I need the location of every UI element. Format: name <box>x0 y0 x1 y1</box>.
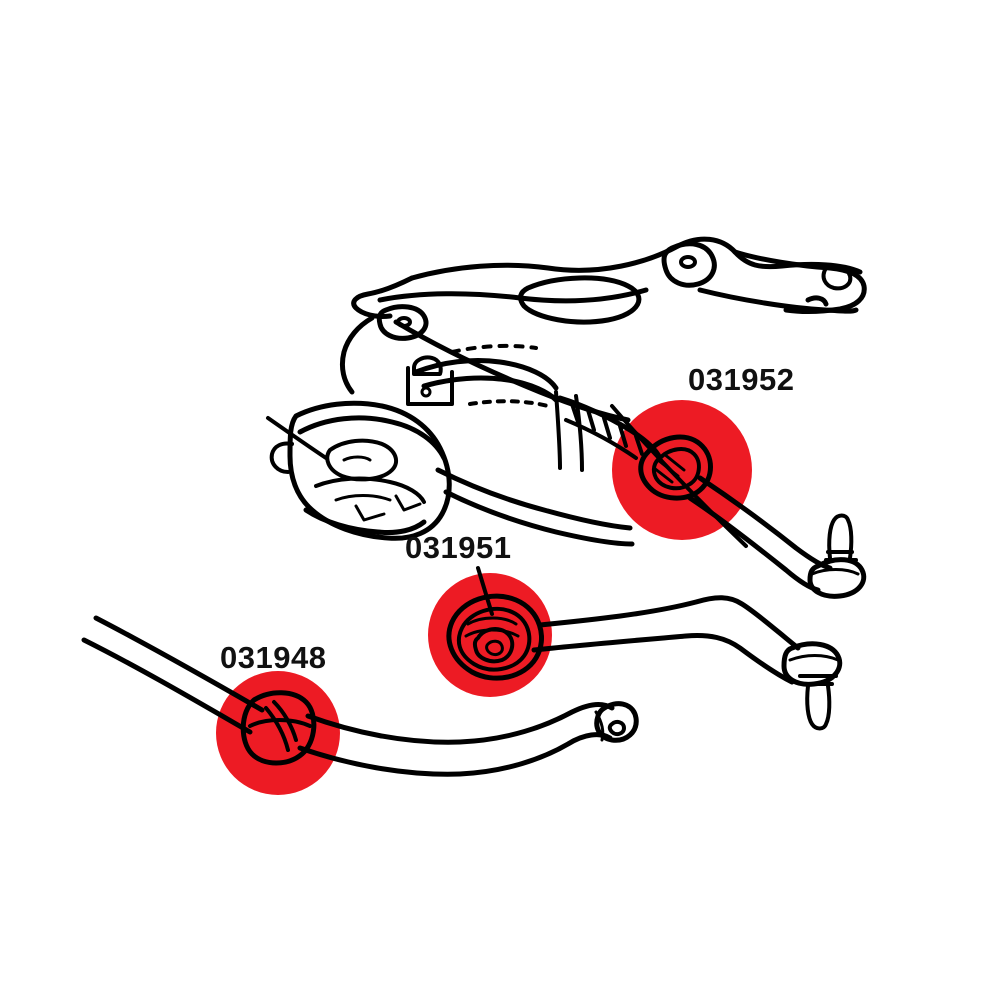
upper-arm-bushing-inner <box>651 447 701 491</box>
subframe-hidden-line-2 <box>468 399 550 408</box>
lower-ball-joint-housing <box>781 641 843 687</box>
upper-arm-bushing-outer <box>638 434 713 501</box>
subframe-assembly <box>266 236 867 547</box>
subframe-lower-skirt <box>435 467 633 531</box>
subframe-left-horn-top <box>351 275 415 319</box>
subframe-right-tab <box>805 295 829 307</box>
leader-lines-group <box>476 566 494 616</box>
differential-lower-lip <box>303 507 427 535</box>
subframe-rib-outline <box>557 395 663 461</box>
differential-detail-b <box>342 455 372 462</box>
subframe-rib-3 <box>602 416 612 440</box>
differential-nose-left <box>269 441 294 474</box>
stabilizer-bushing-band-1 <box>260 690 308 704</box>
lower-arm-bushing-core <box>485 639 504 656</box>
subframe-bolt-bracket <box>406 366 454 406</box>
leader-line-031951 <box>476 566 494 616</box>
subframe-top-rail <box>409 236 863 281</box>
subframe-rib-5 <box>634 434 644 456</box>
label-031948: 031948 <box>220 640 326 675</box>
lower-control-arm <box>446 593 843 731</box>
lower-ball-joint-boot <box>788 654 840 662</box>
stabilizer-bushing-band-2 <box>248 718 312 728</box>
upper-ball-joint-housing <box>807 557 867 599</box>
lower-arm-shaft-bottom <box>531 633 795 685</box>
upper-arm-bushing-rib-3 <box>662 452 686 472</box>
upper-control-arm <box>610 404 867 599</box>
upper-arm-diagonal-tie <box>610 404 748 548</box>
differential-detail-a <box>325 438 399 482</box>
subframe-center-boss-hole <box>679 255 697 269</box>
stabilizer-end-hole <box>607 719 626 737</box>
subframe-right-arm-bottom <box>697 287 859 314</box>
highlight-circle-031948 <box>216 671 340 795</box>
differential-detail-c <box>314 476 426 504</box>
subframe-center-aperture <box>518 275 642 325</box>
label-031951: 031951 <box>405 530 511 565</box>
subframe-left-horn-bulb <box>376 304 429 341</box>
lower-arm-bushing-mid <box>456 606 532 672</box>
subframe-right-eye <box>821 264 853 291</box>
stabilizer-bushing-rib-1 <box>272 700 298 742</box>
label-031952: 031952 <box>688 362 794 397</box>
stabilizer-bar <box>81 615 639 777</box>
differential-top-rim <box>297 415 447 461</box>
upper-ball-joint-stud <box>827 513 854 560</box>
lower-ball-joint-stud <box>805 684 832 731</box>
subframe-lower-left-leg <box>339 315 375 395</box>
lower-arm-bushing-rib-2 <box>464 628 520 638</box>
subframe-crossmember <box>377 287 649 304</box>
subframe-bolt-head <box>412 355 443 376</box>
upper-ball-joint-boot <box>810 568 860 576</box>
subframe-rib-4 <box>618 424 628 448</box>
subframe-vertical-post-2 <box>574 394 584 472</box>
stabilizer-end-eye <box>594 701 639 743</box>
stabilizer-tube-bottom <box>81 637 253 735</box>
lower-arm-shaft-top <box>537 595 801 651</box>
subframe-hidden-line <box>450 343 538 354</box>
subframe-lower-skirt-2 <box>443 489 635 547</box>
subframe-rib-2 <box>586 408 596 432</box>
stabilizer-end-crease <box>594 710 605 742</box>
subframe-center-boss <box>661 241 717 288</box>
differential-detail-d <box>334 494 392 502</box>
stabilizer-right-top <box>305 702 615 745</box>
subframe-rib-cap <box>564 418 638 460</box>
differential-detail-e <box>354 504 386 522</box>
subframe-left-pointer <box>266 416 328 460</box>
part-number-labels: 031952 031951 031948 <box>220 362 794 675</box>
lower-arm-bushing-rib-1 <box>466 616 518 626</box>
lower-arm-bushing-outer <box>446 593 544 681</box>
subframe-vertical-post <box>554 390 562 470</box>
stabilizer-bushing-rib-2 <box>264 706 290 752</box>
stabilizer-right-bottom <box>297 732 613 777</box>
differential-detail-f <box>394 494 422 512</box>
upper-arm-bushing-rib-1 <box>652 466 674 484</box>
subframe-bolt-hole <box>420 386 432 398</box>
subframe-mid-bracket-lower <box>421 375 559 403</box>
stabilizer-tube-top <box>93 615 265 713</box>
differential-housing-outline <box>287 400 452 541</box>
